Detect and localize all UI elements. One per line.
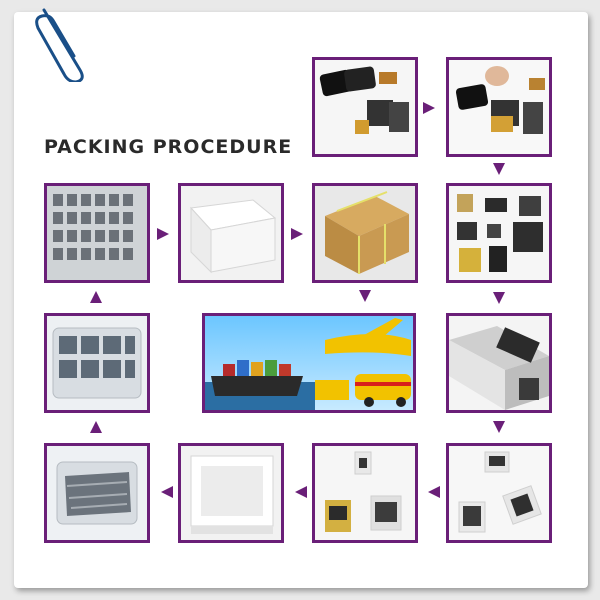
step-foam-box-closed	[178, 183, 284, 283]
arrow-icon	[491, 421, 507, 437]
step-sealing-machine	[446, 313, 552, 413]
step-individual-bags	[446, 183, 552, 283]
arrow-icon	[491, 163, 507, 179]
arrow-icon	[423, 100, 439, 116]
step-lcd-screens	[312, 57, 418, 157]
step-tray-packed	[44, 313, 150, 413]
arrow-icon	[88, 419, 104, 435]
step-shipping	[202, 313, 416, 413]
step-tray-bulk	[44, 443, 150, 543]
page-title: PACKING PROCEDURE	[44, 136, 293, 158]
arrow-icon	[491, 292, 507, 308]
step-bagged-parts	[312, 443, 418, 543]
step-carton-box	[312, 183, 418, 283]
step-tray-grid	[44, 183, 150, 283]
arrow-icon	[88, 289, 104, 305]
arrow-icon	[357, 290, 373, 306]
step-lcd-inspection	[446, 57, 552, 157]
paperclip-icon	[28, 2, 88, 84]
arrow-icon	[424, 484, 440, 500]
arrow-icon	[291, 484, 307, 500]
step-foam-box-open	[178, 443, 284, 543]
arrow-icon	[291, 226, 307, 242]
arrow-icon	[157, 484, 173, 500]
arrow-icon	[157, 226, 173, 242]
step-sealed-parts	[446, 443, 552, 543]
